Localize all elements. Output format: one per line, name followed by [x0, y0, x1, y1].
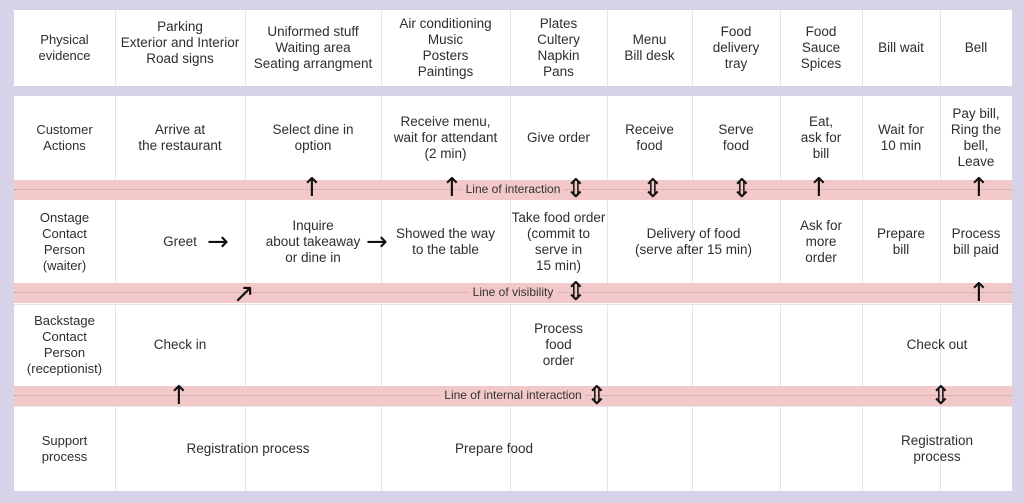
line-of-visibility-label: Line of visibility	[468, 285, 558, 299]
arrow-up-icon	[808, 175, 830, 201]
onstage-cell-greet: Greet	[163, 233, 197, 249]
support-cell-registration-2: Registration process	[900, 432, 974, 464]
physical-evidence-panel	[14, 10, 1012, 86]
onstage-cell-prepare-bill: Prepare bill	[876, 225, 926, 257]
evidence-cell: Parking Exterior and Interior Road signs	[120, 19, 240, 66]
customer-action-cell: Eat, ask for bill	[800, 114, 842, 161]
customer-action-cell: Receive food	[625, 122, 674, 153]
arrow-right-icon	[207, 229, 229, 255]
evidence-cell: Bell	[964, 40, 988, 55]
col-divider	[862, 10, 863, 86]
col-divider	[940, 10, 941, 86]
arrow-diagonal-icon	[233, 281, 255, 307]
col-divider	[245, 10, 246, 86]
col-divider	[607, 10, 608, 86]
evidence-cell: Air conditioning Music Posters Paintings	[399, 16, 492, 79]
customer-action-cell: Arrive at the restaurant	[138, 122, 222, 153]
col-divider	[381, 10, 382, 86]
onstage-cell-inquire: Inquire about takeaway or dine in	[265, 217, 361, 265]
row-label-physical-evidence: Physical evidence	[38, 32, 91, 63]
backstage-cell-check-in: Check in	[153, 336, 207, 352]
arrow-updown-icon	[930, 383, 952, 409]
arrow-up-icon	[968, 175, 990, 201]
evidence-cell: Plates Cultery Napkin Pans	[537, 16, 580, 79]
arrow-updown-icon	[642, 176, 664, 202]
row-label-onstage: Onstage Contact Person (waiter)	[39, 209, 90, 273]
col-divider	[510, 10, 511, 86]
line-of-visibility: Line of visibility	[14, 283, 1012, 303]
customer-action-cell: Serve food	[718, 122, 754, 153]
line-of-interaction-label: Line of interaction	[461, 182, 565, 196]
arrow-updown-icon	[565, 279, 587, 305]
evidence-cell: Bill wait	[878, 40, 924, 55]
line-of-internal-interaction-label: Line of internal interaction	[440, 388, 586, 402]
customer-action-cell: Receive menu, wait for attendant (2 min)	[393, 114, 498, 161]
evidence-cell: Food Sauce Spices	[800, 24, 842, 71]
onstage-cell-delivery: Delivery of food (serve after 15 min)	[634, 225, 753, 257]
row-divider	[14, 406, 1012, 407]
onstage-cell-showed: Showed the way to the table	[395, 225, 496, 257]
customer-action-cell: Give order	[526, 130, 591, 145]
evidence-cell: Menu Bill desk	[624, 32, 675, 63]
arrow-up-icon	[441, 175, 463, 201]
evidence-cell: Uniformed stuff Waiting area Seating arr…	[253, 24, 373, 71]
col-divider	[780, 10, 781, 86]
arrow-up-icon	[301, 175, 323, 201]
row-label-customer-actions: Customer Actions	[36, 122, 93, 153]
onstage-cell-ask-more: Ask for more order	[799, 217, 842, 265]
col-divider	[115, 10, 116, 86]
row-divider	[14, 304, 1012, 305]
customer-action-cell: Select dine in option	[272, 122, 354, 153]
backstage-cell-process-food: Process food order	[534, 320, 583, 368]
arrow-updown-icon	[565, 176, 587, 202]
onstage-cell-process-bill: Process bill paid	[951, 225, 1001, 257]
row-label-support: Support process	[41, 432, 88, 464]
row-label-backstage: Backstage Contact Person (receptionist)	[26, 312, 103, 376]
line-of-interaction: Line of interaction	[14, 180, 1012, 200]
arrow-updown-icon	[586, 383, 608, 409]
onstage-cell-take-order: Take food order (commit to serve in 15 m…	[511, 209, 606, 273]
customer-action-cell: Wait for 10 min	[877, 122, 924, 153]
support-cell-prepare-food: Prepare food	[454, 440, 534, 456]
evidence-cell: Food delivery tray	[712, 24, 760, 71]
backstage-cell-check-out: Check out	[906, 336, 968, 352]
arrow-right-icon	[366, 229, 388, 255]
arrow-up-icon	[168, 383, 190, 409]
support-cell-registration: Registration process	[186, 440, 310, 456]
line-of-internal-interaction: Line of internal interaction	[14, 386, 1012, 406]
arrow-up-icon	[968, 280, 990, 306]
customer-action-cell: Pay bill, Ring the bell, Leave	[950, 106, 1002, 169]
col-divider	[692, 10, 693, 86]
arrow-updown-icon	[731, 176, 753, 202]
